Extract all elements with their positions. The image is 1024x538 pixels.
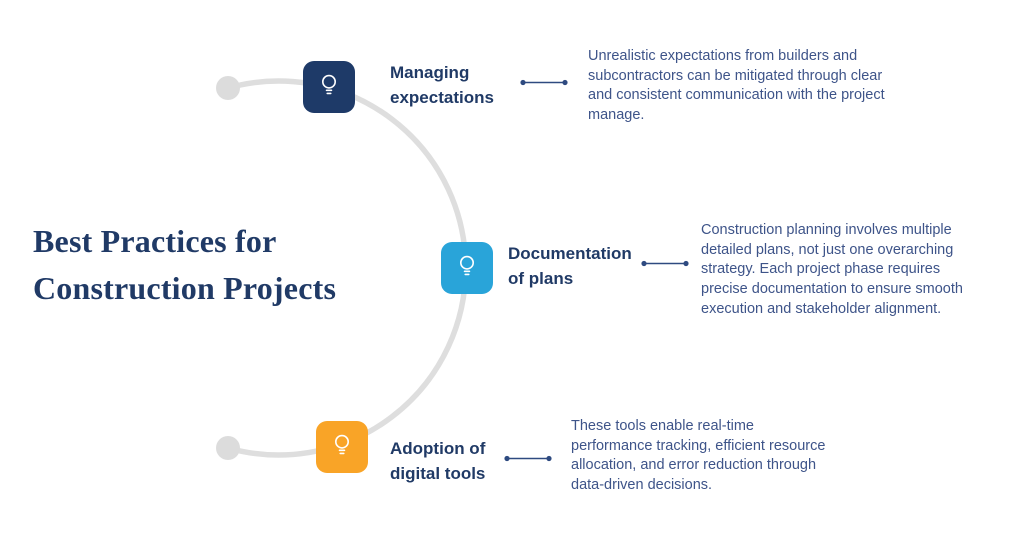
adoption-of-digital-tools-card xyxy=(316,421,368,473)
lightbulb-icon xyxy=(315,71,343,104)
managing-expectations-label: Managing expectations xyxy=(390,63,494,107)
arc-start-dot xyxy=(216,76,240,100)
documentation-of-plans-card xyxy=(441,242,493,294)
managing-expectations-card xyxy=(303,61,355,113)
adoption-of-digital-tools-description: These tools enable real-time performance… xyxy=(571,418,826,494)
managing-expectations-description: Unrealistic expectations from builders a… xyxy=(588,48,885,124)
lightbulb-icon xyxy=(453,252,481,285)
connector-line xyxy=(504,455,552,462)
lightbulb-icon xyxy=(328,431,356,464)
connector-line xyxy=(520,79,568,86)
documentation-of-plans-description: Construction planning involves multiple … xyxy=(701,222,963,317)
connector-line xyxy=(641,260,689,267)
page-title: Best Practices for Construction Projects xyxy=(33,223,337,306)
documentation-of-plans-label: Documentation of plans xyxy=(508,244,632,288)
arc-end-dot xyxy=(216,436,240,460)
adoption-of-digital-tools-label: Adoption of digital tools xyxy=(390,439,486,483)
